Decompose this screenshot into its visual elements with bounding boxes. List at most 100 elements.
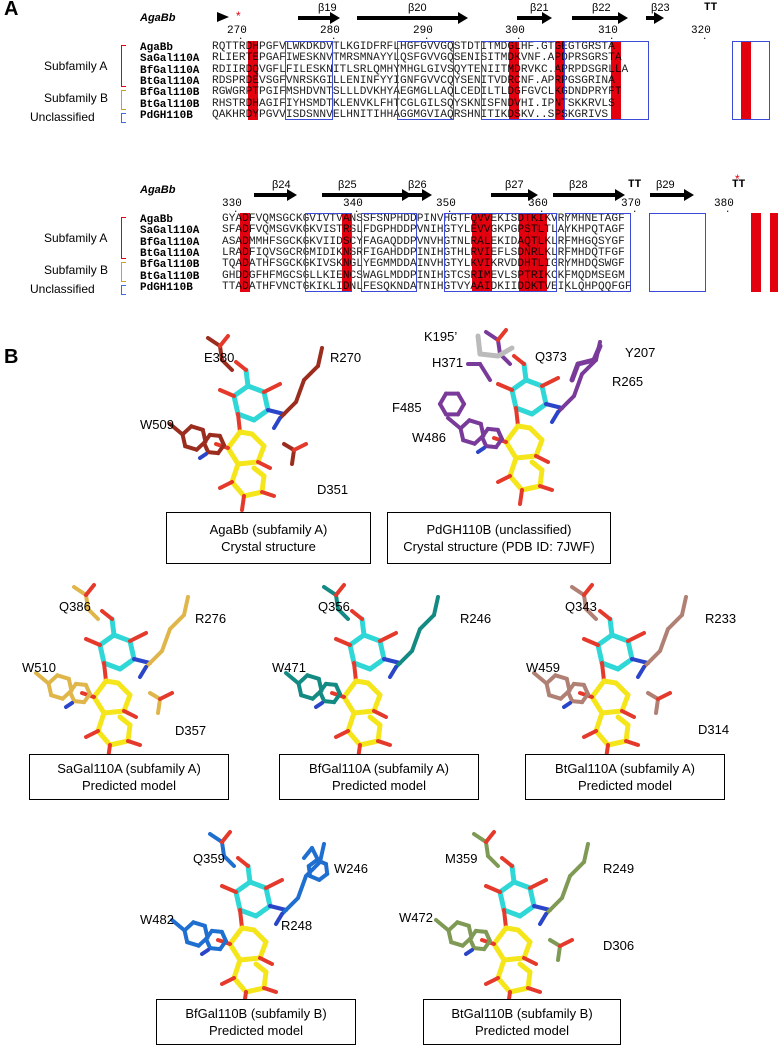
ligand-oxygen xyxy=(540,376,560,388)
conserved-star: * xyxy=(735,172,740,186)
ligand-bond xyxy=(259,473,267,495)
ligand-bond xyxy=(537,467,545,489)
residue-arg xyxy=(280,896,300,916)
residue-top xyxy=(72,585,88,597)
ruler-mark: 270 xyxy=(227,25,247,37)
ligand-bond xyxy=(241,489,265,499)
ligand-bond xyxy=(495,957,507,981)
conserved-column xyxy=(472,213,483,293)
ss-label: β28 xyxy=(569,179,588,191)
residue-arg xyxy=(544,896,564,916)
residue-k195 xyxy=(495,345,515,359)
ligand-oxygen xyxy=(334,729,350,739)
ligand-bond xyxy=(251,927,269,945)
ligand-bond xyxy=(117,656,137,672)
beta-strand-arrow xyxy=(650,189,694,201)
ligand-oxygen xyxy=(514,406,520,428)
label-bfb-w246: W246 xyxy=(334,861,368,876)
residue-asp xyxy=(156,697,162,715)
subfamily-bracket xyxy=(121,285,126,295)
ligand-bond xyxy=(261,969,269,991)
label-bfa-q356: Q356 xyxy=(318,599,350,614)
caption-pdgh110b-line2: Crystal structure (PDB ID: 7JWF) xyxy=(403,539,595,554)
subfamily-label: Subfamily A xyxy=(44,59,108,73)
label-btb-m359: M359 xyxy=(445,851,478,866)
ruler-mark: 340 xyxy=(343,198,363,210)
residue-top xyxy=(484,330,500,342)
ligand-oxygen xyxy=(600,661,606,683)
ligand-nitrogen xyxy=(532,904,552,912)
ligand-bond xyxy=(351,660,373,672)
subfamily-bracket xyxy=(121,217,126,259)
ruler-mark: 290 xyxy=(413,25,433,37)
ligand-bond xyxy=(599,660,621,672)
ligand-bond xyxy=(515,423,533,431)
ligand-nitrogen xyxy=(544,402,564,410)
beta-strand-arrow xyxy=(405,189,432,201)
ligand-oxygen xyxy=(126,739,142,747)
ligand-oxygen xyxy=(378,631,398,643)
residue-trp xyxy=(434,918,450,932)
ligand-oxygen xyxy=(220,976,236,986)
ruler-mark: 320 xyxy=(691,25,711,37)
label-pdgh-q373: Q373 xyxy=(535,349,567,364)
ligand-bond xyxy=(95,710,107,734)
ligand-bond xyxy=(255,443,267,465)
ligand-bond xyxy=(361,632,383,644)
ligand-bond xyxy=(243,367,251,389)
ruler-dot: . xyxy=(725,205,731,215)
ligand-bond xyxy=(239,925,257,933)
residue-trp xyxy=(333,682,342,696)
residue-top xyxy=(206,336,222,348)
conserved-column xyxy=(527,213,539,293)
secondary-structure-arrows xyxy=(254,189,694,201)
residue-trp xyxy=(483,929,492,943)
sequence-name: SaGal110A xyxy=(140,225,200,238)
ligand-bond xyxy=(615,656,635,672)
similarity-box xyxy=(480,41,557,121)
residue-oxygen xyxy=(220,830,232,844)
ligand-oxygen xyxy=(620,709,636,719)
ligand-oxygen xyxy=(582,637,600,647)
ruler-dot: . xyxy=(331,32,337,42)
label-bta-r233: R233 xyxy=(705,611,737,626)
ligand-bond xyxy=(243,985,267,995)
beta-strand-arrow xyxy=(357,12,468,24)
residue-oxygen xyxy=(656,691,672,701)
residue-oxygen xyxy=(558,938,574,948)
sequence-name: AgaBb xyxy=(140,42,174,54)
ss-label: β27 xyxy=(505,179,524,191)
ligand-bond xyxy=(503,423,521,445)
residue-trp xyxy=(532,671,548,685)
ligand-bond xyxy=(97,632,117,648)
ss-label: β22 xyxy=(592,2,611,14)
label-bfb-r248: R248 xyxy=(281,918,313,933)
label-bfb-w482: W482 xyxy=(140,912,174,927)
residue-asp xyxy=(290,448,296,466)
label-sa-w510: W510 xyxy=(22,660,56,675)
beta-strand-arrow xyxy=(646,12,664,24)
caption-pdgh110b-line1: PdGH110B (unclassified) xyxy=(426,522,572,537)
residue-nitrogen xyxy=(550,410,560,424)
ligand-bond xyxy=(377,638,387,662)
residue-oxygen xyxy=(582,583,594,597)
beta-strand-arrow xyxy=(553,189,625,201)
residue-top xyxy=(582,593,588,611)
ligand-oxygen xyxy=(234,360,248,372)
ligand-oxygen xyxy=(376,739,392,747)
ligand-bond xyxy=(595,632,615,648)
caption-btgal110b-line1: BtGal110B (subfamily B) xyxy=(451,1006,593,1021)
residue-oxygen xyxy=(84,583,96,597)
residue-nitrogen xyxy=(562,701,572,709)
residue-trp xyxy=(34,671,50,685)
residue-top xyxy=(570,585,586,597)
caption-agabb: AgaBb (subfamily A) Crystal structure xyxy=(166,512,371,564)
ligand-bond xyxy=(351,708,377,716)
ligand-bond xyxy=(237,955,263,963)
residue-nitrogen xyxy=(464,948,474,956)
label-bta-q343: Q343 xyxy=(565,599,597,614)
ligand-bond xyxy=(513,405,535,417)
ligand-oxygen xyxy=(236,856,250,868)
ruler-dot: . xyxy=(424,32,430,42)
